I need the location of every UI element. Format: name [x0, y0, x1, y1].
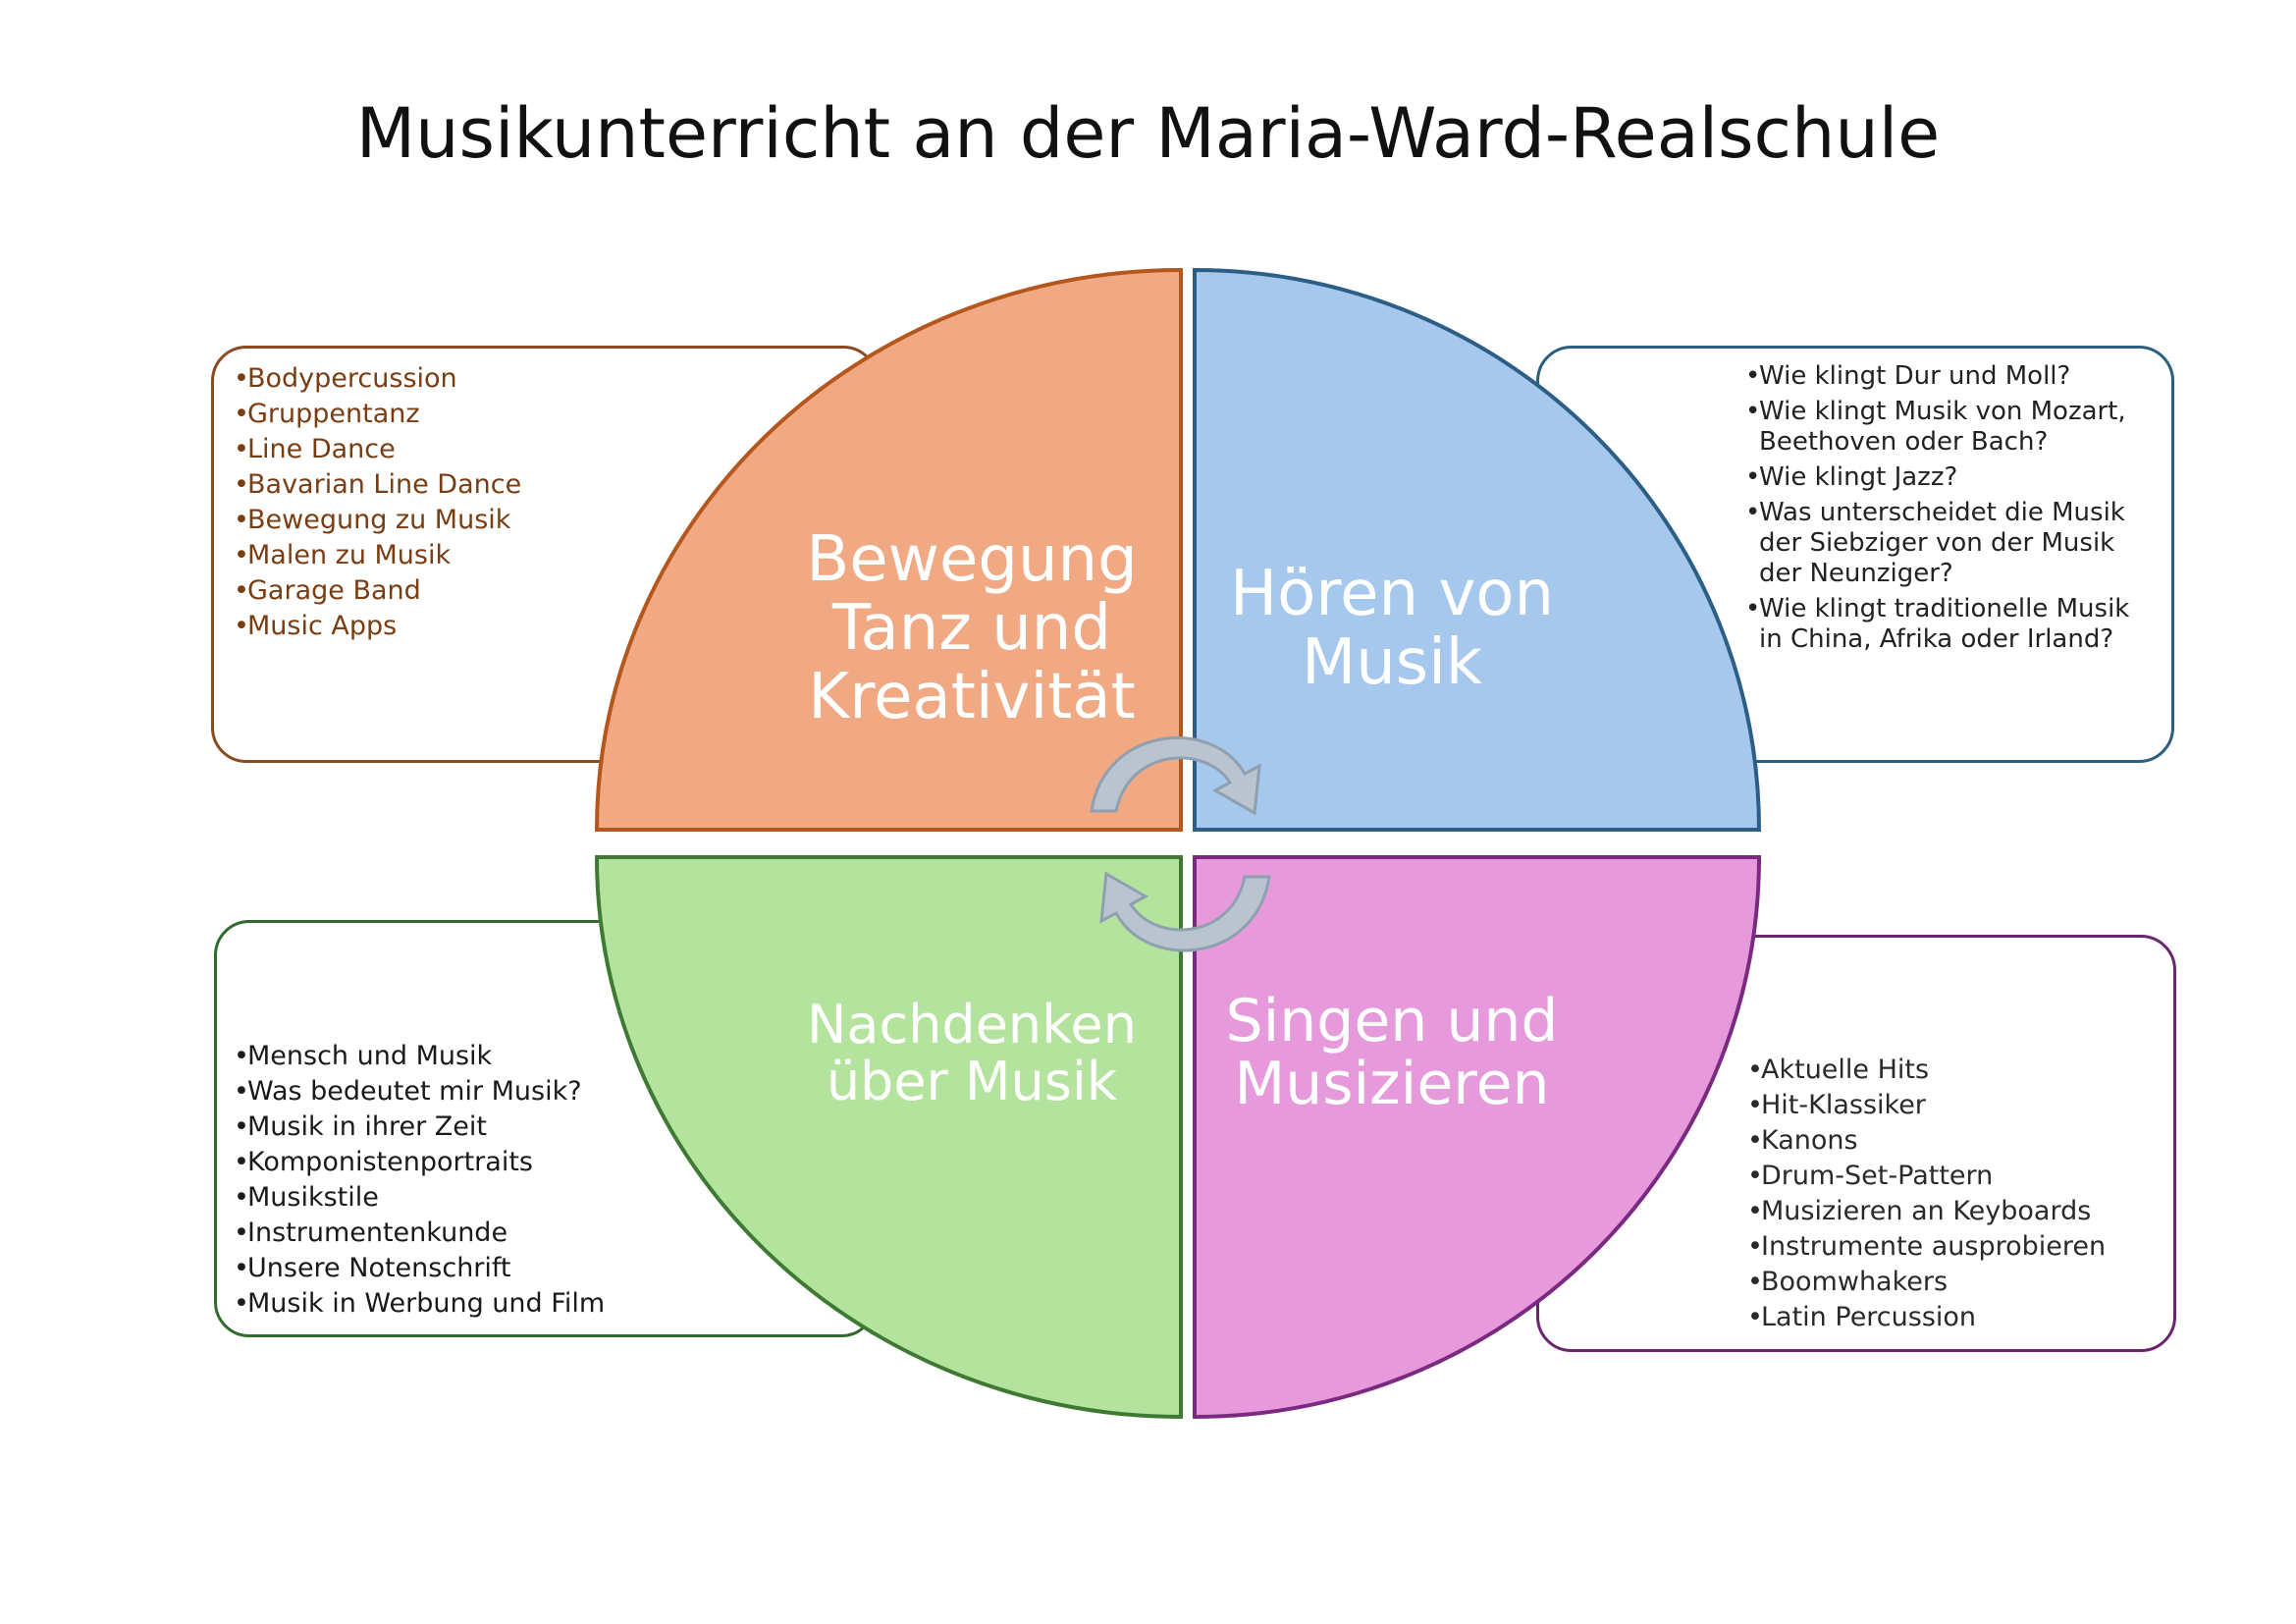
list-item: Garage Band	[234, 573, 521, 609]
list-item: Musik in Werbung und Film	[234, 1286, 605, 1322]
list-item: Malen zu Musik	[234, 538, 521, 573]
list-item: Wie klingt traditionelle Musik in China,…	[1745, 594, 2158, 655]
list-item: Kanons	[1747, 1123, 2106, 1159]
list-item: Boomwhakers	[1747, 1265, 2106, 1300]
list-item: Instrumente ausprobieren	[1747, 1229, 2106, 1265]
list-item: Bavarian Line Dance	[234, 467, 521, 503]
quadrant-nachdenken	[594, 855, 1183, 1420]
quadrant-label-nachdenken: Nachdenken über Musik	[807, 994, 1137, 1112]
page-title: Musikunterricht an der Maria-Ward-Realsc…	[355, 93, 1941, 174]
list-item: Instrumentenkunde	[234, 1216, 605, 1251]
list-item: Komponistenportraits	[234, 1145, 605, 1180]
list-item: Wie klingt Jazz?	[1745, 462, 2158, 493]
cycle-arrow-top	[1090, 736, 1261, 816]
cycle-arrow-bottom	[1099, 871, 1271, 952]
topic-list-bewegung: Bodypercussion Gruppentanz Line Dance Ba…	[234, 361, 521, 644]
list-item: Musikstile	[234, 1180, 605, 1216]
list-item: Hit-Klassiker	[1747, 1088, 2106, 1123]
topic-list-hoeren: Wie klingt Dur und Moll? Wie klingt Musi…	[1745, 361, 2158, 660]
quadrant-singen	[1193, 855, 1762, 1420]
list-item: Music Apps	[234, 609, 521, 644]
list-item: Aktuelle Hits	[1747, 1053, 2106, 1088]
list-item: Mensch und Musik	[234, 1039, 605, 1074]
quadrant-label-singen: Singen und Musizieren	[1225, 987, 1559, 1118]
list-item: Was bedeutet mir Musik?	[234, 1074, 605, 1110]
list-item: Gruppentanz	[234, 397, 521, 432]
topic-list-nachdenken: Mensch und Musik Was bedeutet mir Musik?…	[234, 1039, 605, 1322]
quadrant-label-bewegung: Bewegung Tanz und Kreativität	[806, 523, 1138, 733]
list-item: Bewegung zu Musik	[234, 503, 521, 538]
topic-list-singen: Aktuelle Hits Hit-Klassiker Kanons Drum-…	[1747, 1053, 2106, 1335]
list-item: Bodypercussion	[234, 361, 521, 397]
list-item: Unsere Notenschrift	[234, 1251, 605, 1286]
list-item: Drum-Set-Pattern	[1747, 1159, 2106, 1194]
list-item: Line Dance	[234, 432, 521, 467]
list-item: Wie klingt Dur und Moll?	[1745, 361, 2158, 392]
quadrant-hoeren	[1193, 267, 1762, 832]
quadrant-label-hoeren: Hören von Musik	[1229, 558, 1555, 699]
list-item: Latin Percussion	[1747, 1300, 2106, 1335]
list-item: Musik in ihrer Zeit	[234, 1110, 605, 1145]
quadrant-bewegung	[594, 267, 1183, 832]
list-item: Musizieren an Keyboards	[1747, 1194, 2106, 1229]
list-item: Wie klingt Musik von Mozart, Beethoven o…	[1745, 397, 2158, 458]
list-item: Was unterscheidet die Musik der Siebzige…	[1745, 498, 2158, 589]
